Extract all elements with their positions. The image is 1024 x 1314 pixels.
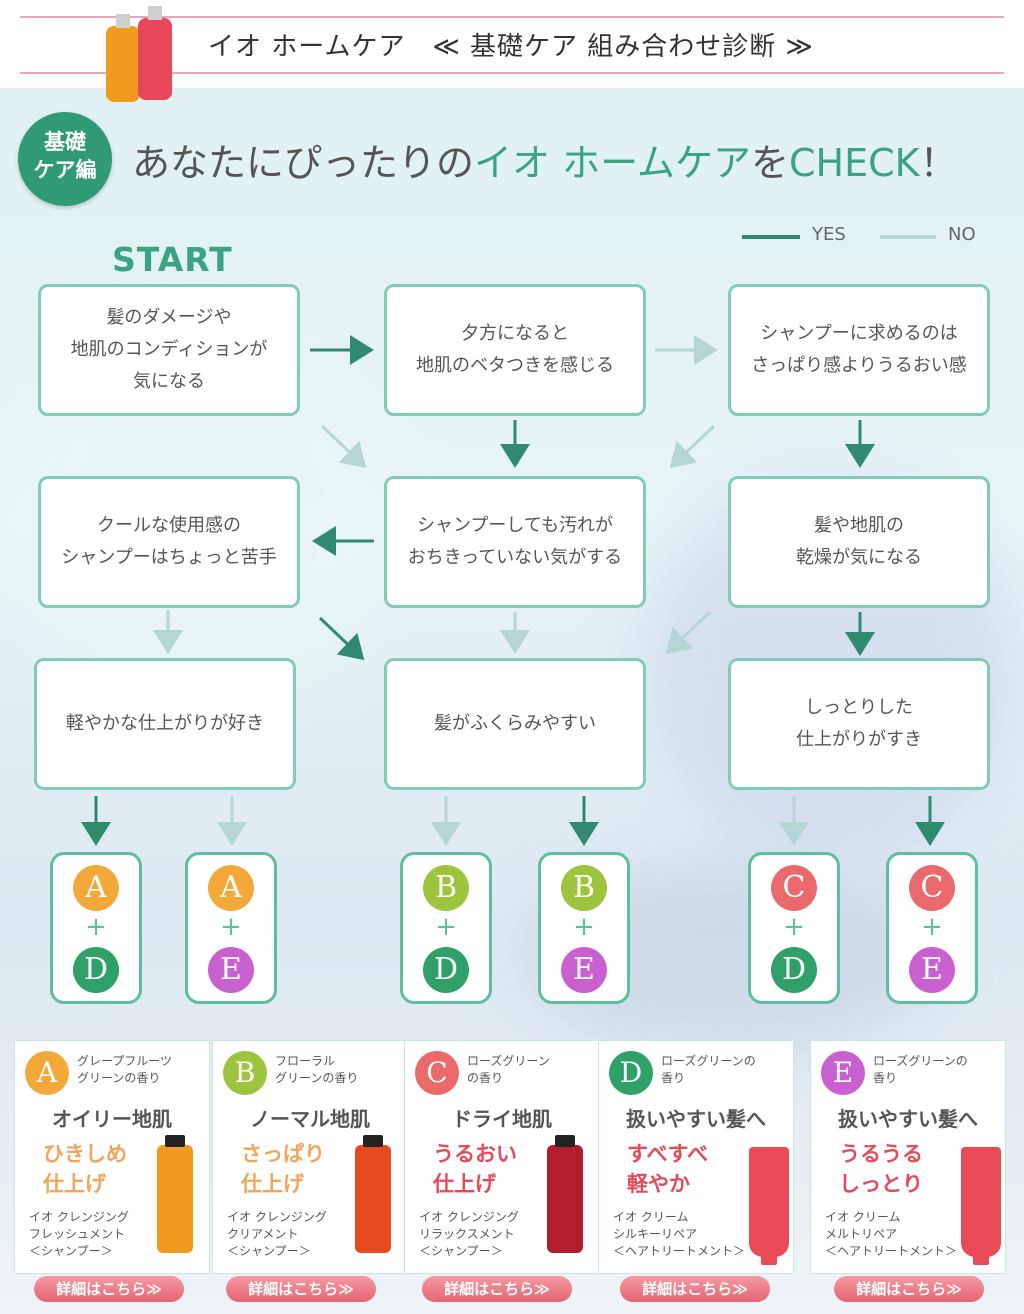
product-scalp-type: ドライ地肌 [452,1107,552,1131]
product-scalp-type: 扱いやすい髪へ [838,1107,978,1131]
product-letter: B [223,1051,267,1095]
details-button-e[interactable]: 詳細はこちら≫ [834,1276,984,1302]
product-scent: グレープフルーツ グリーンの香り [77,1054,173,1085]
product-scent: フローラル グリーンの香り [275,1054,359,1085]
plus-sign: + [435,912,457,942]
badge-line2: ケア編 [33,158,97,182]
result-box-1: A + D [50,852,142,1004]
plus-sign: + [573,912,595,942]
result-top-circle: C [909,865,955,911]
legend-no-line [880,235,936,239]
question-box-3: シャンプーに求めるのは さっぱり感よりうるおい感 [728,284,990,416]
product-scent: ローズグリーンの 香り [873,1054,968,1085]
plus-sign: + [921,912,943,942]
shampoo-bottle-icon [355,1135,391,1253]
product-scalp-type: ノーマル地肌 [250,1107,370,1131]
product-panel-a: A グレープフルーツ グリーンの香り オイリー地肌 ひきしめ 仕上げ イオ クレ… [14,1040,210,1274]
shampoo-bottle-icon [157,1135,193,1253]
headline-brand: イオ ホームケア [474,141,751,185]
header-bottom-rule [20,72,1004,74]
arrow-no [320,424,367,469]
details-button-d[interactable]: 詳細はこちら≫ [620,1276,770,1302]
headline-part3: を [750,141,789,185]
question-box-6: 髪や地肌の 乾燥が気になる [728,476,990,608]
result-top-circle: A [208,865,254,911]
product-letter: A [25,1051,69,1095]
product-name: イオ クリーム シルキーリペア ＜ヘアトリートメント＞ [613,1210,746,1258]
result-bottom-circle: E [561,947,607,993]
result-bottom-circle: E [208,947,254,993]
result-bottom-circle: D [73,947,119,993]
result-bottom-circle: E [909,947,955,993]
arrow-no [665,610,712,655]
legend-no-label: NO [948,224,976,245]
product-panel-e: E ローズグリーンの 香り 扱いやすい髪へ うるうる しっとり イオ クリーム … [810,1040,1006,1274]
result-top-circle: C [771,865,817,911]
result-top-circle: B [423,865,469,911]
page-headline: あなたにぴったりのイオ ホームケアをCHECK！ [132,132,958,187]
details-button-c[interactable]: 詳細はこちら≫ [422,1276,572,1302]
headline-exclaim: ！ [919,141,958,185]
arrow-yes [318,616,365,661]
result-box-2: A + E [185,852,277,1004]
product-name: イオ クレンジング リラックスメント ＜シャンプー＞ [419,1210,519,1258]
details-button-b[interactable]: 詳細はこちら≫ [226,1276,376,1302]
question-box-4: クールな使用感の シャンプーはちょっと苦手 [38,476,300,608]
shampoo-bottle-icon [547,1135,583,1253]
question-box-9: しっとりした 仕上がりがすき [728,658,990,790]
product-name: イオ クリーム メルトリペア ＜ヘアトリートメント＞ [825,1210,958,1258]
product-bottles-icon [100,4,180,104]
product-finish: うるうる しっとり [839,1142,923,1196]
start-label: START [112,240,233,279]
legend-yes-line [742,235,800,239]
result-box-3: B + D [400,852,492,1004]
product-finish: すべすべ 軽やか [627,1142,709,1196]
page-header: イオ ホームケア ≪ 基礎ケア 組み合わせ診断 ≫ [0,0,1024,102]
product-finish: さっぱり 仕上げ [241,1142,325,1196]
product-panel-d: D ローズグリーンの 香り 扱いやすい髪へ すべすべ 軽やか イオ クリーム シ… [598,1040,794,1274]
result-box-5: C + D [748,852,840,1004]
headline-check: CHECK [788,141,920,185]
product-letter: C [415,1051,459,1095]
arrow-no [669,424,716,469]
treatment-tube-icon [749,1147,789,1265]
product-scalp-type: 扱いやすい髪へ [626,1107,766,1131]
result-bottom-circle: D [771,947,817,993]
question-box-1: 髪のダメージや 地肌のコンディションが 気になる [38,284,300,416]
question-box-8: 髪がふくらみやすい [384,658,646,790]
plus-sign: + [220,912,242,942]
product-scalp-type: オイリー地肌 [52,1107,172,1131]
badge-line1: 基礎 [44,130,86,154]
question-box-5: シャンプーしても汚れが おちきっていない気がする [384,476,646,608]
result-box-6: C + E [886,852,978,1004]
product-scent: ローズグリーン の香り [467,1054,550,1085]
legend-yes-label: YES [812,224,846,245]
product-name: イオ クレンジング フレッシュメント ＜シャンプー＞ [29,1210,129,1258]
product-letter: E [821,1051,865,1095]
product-finish: ひきしめ 仕上げ [43,1142,127,1196]
plus-sign: + [783,912,805,942]
question-box-2: 夕方になると 地肌のベタつきを感じる [384,284,646,416]
headline-part1: あなたにぴったりの [132,141,475,185]
basic-care-badge: 基礎 ケア編 [18,112,112,206]
product-panel-c: C ローズグリーン の香り ドライ地肌 うるおい 仕上げ イオ クレンジング リ… [404,1040,600,1274]
header-top-rule [20,16,1004,18]
result-top-circle: B [561,865,607,911]
result-top-circle: A [73,865,119,911]
details-button-a[interactable]: 詳細はこちら≫ [34,1276,184,1302]
result-box-4: B + E [538,852,630,1004]
product-scent: ローズグリーンの 香り [661,1054,756,1085]
plus-sign: + [85,912,107,942]
treatment-tube-icon [961,1147,1001,1265]
question-box-7: 軽やかな仕上がりが好き [34,658,296,790]
result-bottom-circle: D [423,947,469,993]
product-panel-b: B フローラル グリーンの香り ノーマル地肌 さっぱり 仕上げ イオ クレンジン… [212,1040,408,1274]
product-name: イオ クレンジング クリアメント ＜シャンプー＞ [227,1210,327,1258]
product-finish: うるおい 仕上げ [433,1142,517,1196]
product-letter: D [609,1051,653,1095]
header-title: イオ ホームケア ≪ 基礎ケア 組み合わせ診断 ≫ [208,32,814,62]
flow-arrows [81,335,945,846]
